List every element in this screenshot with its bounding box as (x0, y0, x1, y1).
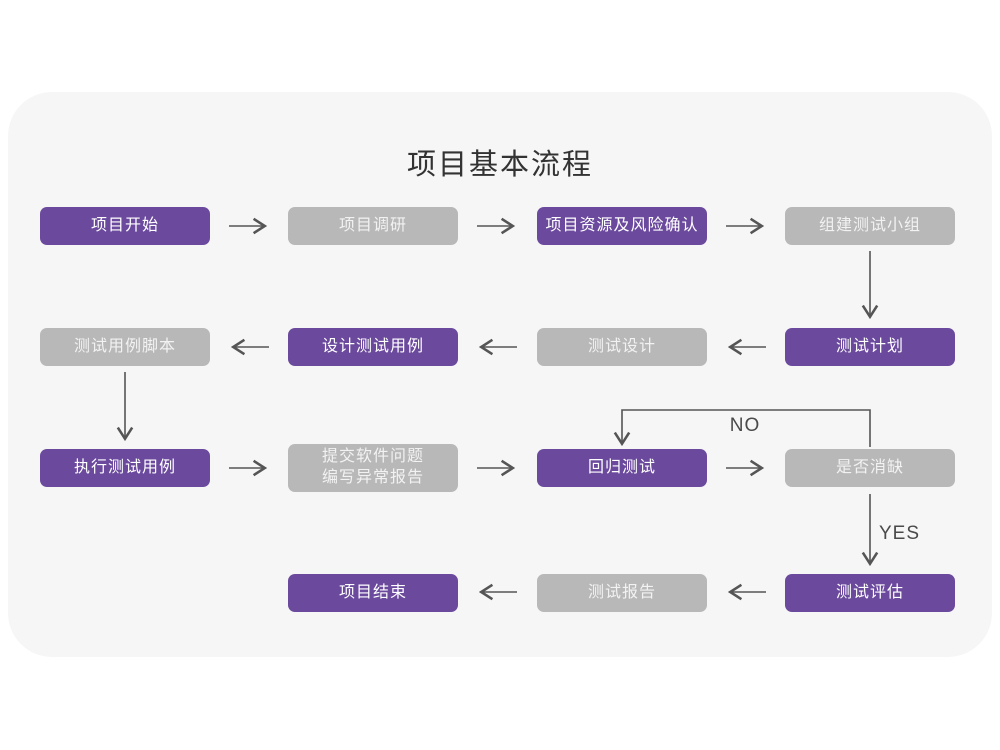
node-project-end: 项目结束 (288, 574, 458, 612)
page-title: 项目基本流程 (406, 149, 593, 181)
node-test-evaluation: 测试评估 (785, 574, 955, 612)
edge-label-yes: YES (879, 523, 921, 544)
node-test-plan: 测试计划 (785, 328, 955, 366)
node-project-start: 项目开始 (40, 207, 210, 245)
node-test-design: 测试设计 (537, 328, 707, 366)
edge-label-no: NO (729, 415, 761, 436)
node-defect-cleared: 是否消缺 (785, 449, 955, 487)
node-test-case-scripts: 测试用例脚本 (40, 328, 210, 366)
node-build-test-team: 组建测试小组 (785, 207, 955, 245)
node-project-research: 项目调研 (288, 207, 458, 245)
node-regression-test: 回归测试 (537, 449, 707, 487)
node-design-test-cases: 设计测试用例 (288, 328, 458, 366)
node-submit-issue-report: 提交软件问题 编写异常报告 (288, 444, 458, 492)
node-resource-risk: 项目资源及风险确认 (537, 207, 707, 245)
node-execute-test-cases: 执行测试用例 (40, 449, 210, 487)
flowchart-card (8, 92, 992, 657)
node-test-report: 测试报告 (537, 574, 707, 612)
